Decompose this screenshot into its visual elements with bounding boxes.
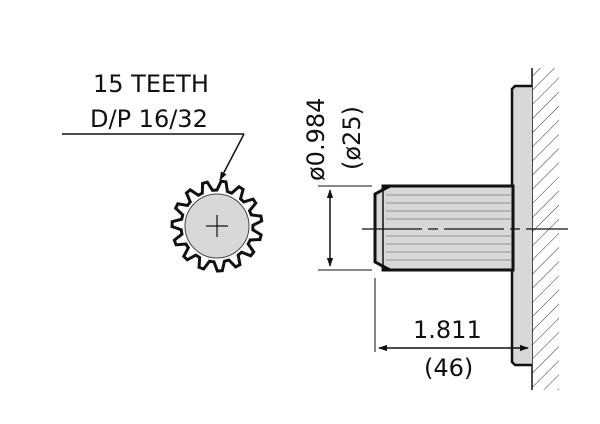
shaft-side-view [362, 84, 568, 367]
diameter-dimension: ø0.984 (ø25) [302, 98, 372, 271]
teeth-count-label: 15 TEETH [93, 70, 209, 98]
spline-callout: 15 TEETH D/P 16/32 [62, 70, 245, 181]
diametral-pitch-label: D/P 16/32 [90, 105, 208, 133]
length-inch-label: 1.811 [413, 316, 482, 344]
length-dimension: 1.811 (46) [374, 278, 529, 382]
callout-leader-line [219, 133, 245, 181]
mounting-flange [510, 84, 532, 367]
diameter-inch-label: ø0.984 [302, 98, 330, 181]
length-metric-label: (46) [424, 354, 473, 382]
spline-end-view [170, 179, 264, 273]
shaft-body [381, 184, 515, 272]
diameter-metric-label: (ø25) [338, 106, 366, 170]
spline-tooth-lines [386, 194, 512, 261]
